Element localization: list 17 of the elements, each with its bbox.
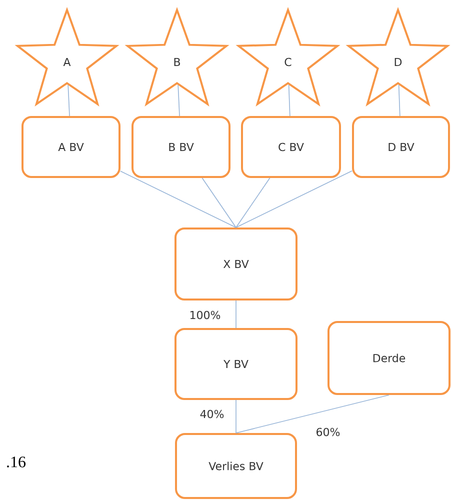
connector-line [120,170,236,228]
rounded-box: Y BV [174,328,298,400]
rounded-box: B BV [132,116,230,178]
edge-label: 60% [314,426,342,438]
edge-label: 100% [188,310,222,320]
connector-line [236,394,390,434]
note-text: .16 [7,456,26,468]
rounded-box: C BV [241,116,341,178]
edge-label: 40% [198,408,226,420]
rounded-box: D BV [352,116,450,178]
rounded-box: X BV [174,228,298,300]
connector-line [236,170,352,228]
rounded-box: Derde [328,321,450,395]
connector-line [202,178,236,228]
connector-line [236,178,270,228]
rounded-box: Verlies BV [175,433,297,499]
rounded-box: A BV [22,116,120,178]
